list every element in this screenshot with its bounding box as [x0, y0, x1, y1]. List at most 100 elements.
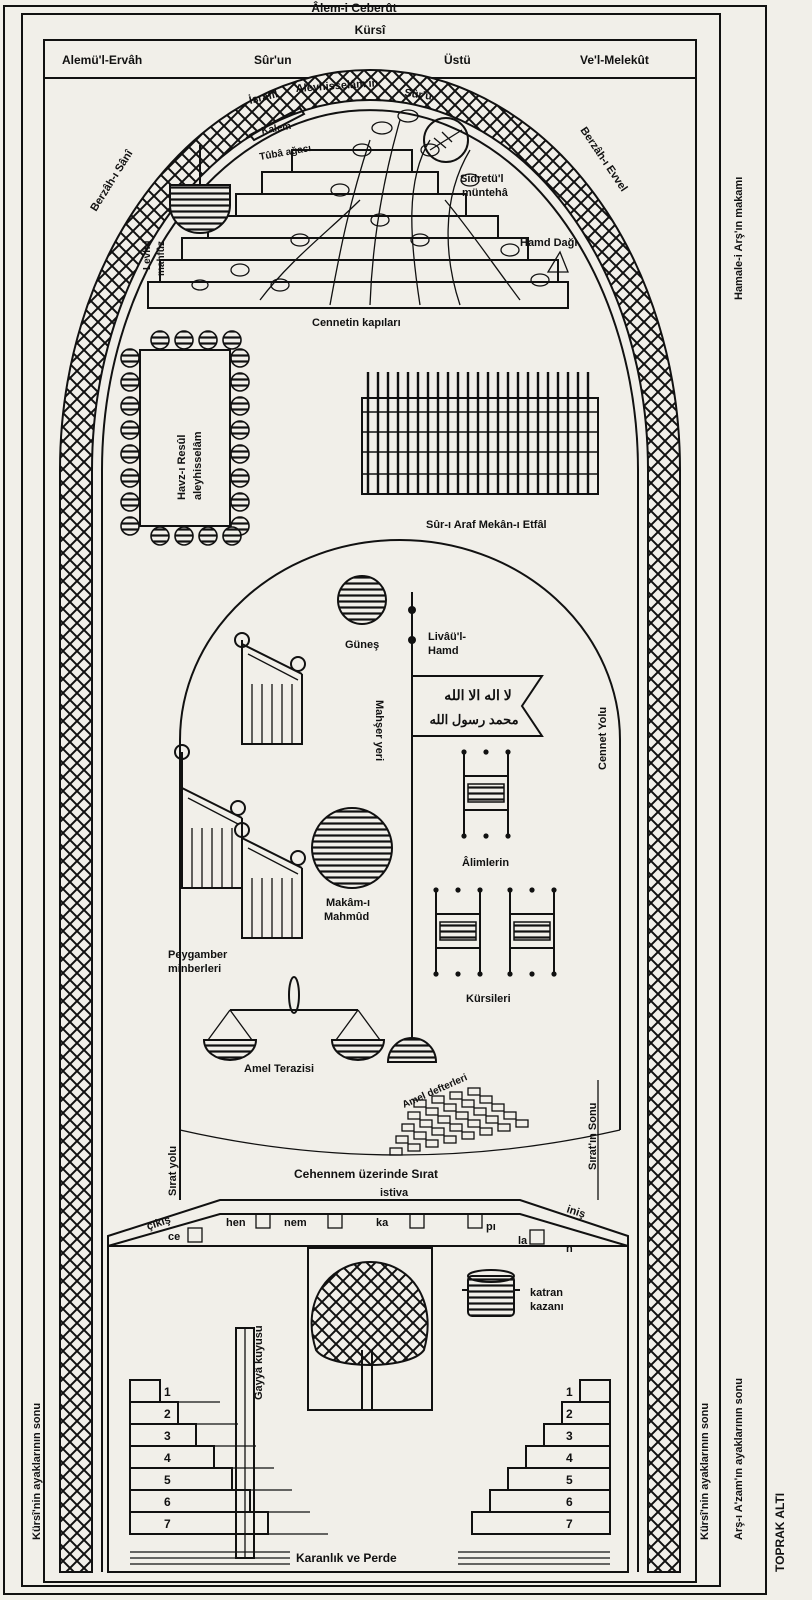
label-hen: hen [226, 1217, 246, 1229]
label-havz-2: aleyhisselâm [192, 431, 204, 500]
label-makam-1: Makâm-ı [326, 897, 370, 909]
kalem-pen-icon [245, 106, 306, 142]
label-ce: ce [168, 1231, 180, 1243]
havz-cup [230, 420, 250, 440]
havz-cup [120, 348, 140, 368]
inner-arch-line [101, 109, 639, 1572]
label-nem: nem [284, 1217, 307, 1229]
amel-defteri [479, 1095, 493, 1104]
hell-step-left [129, 1379, 161, 1403]
minber [234, 632, 306, 745]
label-sur-araf: Sûr-ı Araf Mekân-ı Etfâl [426, 519, 547, 531]
amel-defteri [461, 1099, 475, 1108]
label-mahser-yeri: Mahşer yeri [373, 700, 385, 761]
label-hamale: Hamale-i Arş'ın makamı [733, 177, 745, 300]
hell-step-right [471, 1511, 611, 1535]
hell-level-right: 6 [566, 1495, 573, 1509]
amel-defteri [467, 1119, 481, 1128]
amel-defteri [497, 1123, 511, 1132]
hell-step-left [129, 1489, 251, 1513]
label-ka: ka [376, 1217, 389, 1229]
havz-cup [120, 396, 140, 416]
label-cennet-yolu: Cennet Yolu [597, 707, 609, 770]
hell-step-left [129, 1423, 197, 1447]
sur-horn-icon [423, 117, 469, 163]
label-aleyhisselamin: Aleyhisselâm'ın [295, 77, 379, 95]
zakkum-tree [310, 1260, 429, 1411]
label-levh-2: mahfûz [156, 241, 167, 276]
label-vel-melekut: Ve'l-Melekût [580, 53, 649, 67]
hell-level-right: 4 [566, 1451, 573, 1465]
label-munteha: müntehâ [462, 187, 509, 199]
sirat-bridge [107, 1199, 629, 1248]
amel-defteri [395, 1135, 409, 1144]
hell-step-right [543, 1423, 611, 1447]
amel-defteri [443, 1135, 457, 1144]
hell-level-left: 2 [164, 1407, 171, 1421]
hell-step-right [489, 1489, 611, 1513]
label-ustu: Üstü [444, 52, 471, 67]
amel-defteri [503, 1111, 517, 1120]
hell-level-right: 2 [566, 1407, 573, 1421]
amel-defteri [401, 1123, 415, 1132]
havz-cup [230, 468, 250, 488]
amel-defteri [431, 1095, 445, 1104]
havz-cup [174, 526, 194, 546]
amel-defteri [479, 1127, 493, 1136]
alim-kursi [433, 887, 483, 977]
hell-level-left: 5 [164, 1473, 171, 1487]
gunes-sun [337, 575, 387, 625]
hell-step-right [579, 1379, 611, 1403]
hell-level-left: 4 [164, 1451, 171, 1465]
havz-cup [230, 396, 250, 416]
amel-defteri [431, 1127, 445, 1136]
label-kursi-ayak-left: Kürsî'nin ayaklarının sonu [31, 1403, 43, 1540]
havz-cup [230, 348, 250, 368]
amel-defteri [425, 1139, 439, 1148]
label-alemul-ervah: Alemü'l-Ervâh [62, 53, 142, 67]
label-alimlerin: Âlimlerin [462, 856, 509, 869]
label-tuba-agaci: Tûbâ ağacı [259, 143, 313, 163]
hell-level-left: 6 [164, 1495, 171, 1509]
label-la: la [518, 1235, 528, 1247]
hell-level-right: 7 [566, 1517, 573, 1531]
amel-defteri [455, 1111, 469, 1120]
amel-defteri [389, 1147, 403, 1156]
label-liva-1: Livâü'l- [428, 631, 466, 643]
label-suru: Sûr'u [404, 87, 433, 103]
amel-defteri [437, 1115, 451, 1124]
havz-cup [230, 372, 250, 392]
havz-cup [198, 330, 218, 350]
label-siratin-sonu: Sırat'ın Sonu [587, 1103, 599, 1170]
label-cehennem-sirat: Cehennem üzerinde Sırat [294, 1167, 438, 1181]
havz-cup [150, 330, 170, 350]
amel-defteri [461, 1131, 475, 1140]
label-pi: pı [486, 1221, 496, 1233]
label-cikis: çıkış [145, 1214, 172, 1233]
amel-defteri [419, 1119, 433, 1128]
mahser-oval [179, 539, 621, 1130]
hell-level-left: 1 [164, 1385, 171, 1399]
label-kelime-2: محمد رسول الله [429, 712, 518, 728]
label-n: n [566, 1243, 573, 1255]
label-inis: iniş [565, 1203, 587, 1220]
label-cennetin-kapilari: Cennetin kapıları [312, 317, 401, 329]
hell-level-left: 7 [164, 1517, 171, 1531]
label-peygamber-1: Peygamber [168, 949, 228, 961]
label-makam-2: Mahmûd [324, 911, 369, 923]
havz-cup [120, 516, 140, 536]
hamd-dagi-icon [546, 250, 569, 273]
cehennem-syllables: ce hen nem ka pı la n [168, 1213, 573, 1255]
label-amel-terazisi: Amel Terazisi [244, 1063, 314, 1075]
havz-cup [230, 492, 250, 512]
amel-defteri [449, 1091, 463, 1100]
label-istiva: istiva [380, 1187, 409, 1199]
amel-defteri [425, 1107, 439, 1116]
havz-cup [230, 444, 250, 464]
karanlik-perde-lines [130, 1551, 610, 1565]
minber [234, 822, 306, 939]
hell-step-left [129, 1467, 233, 1491]
label-karanlik: Karanlık ve Perde [296, 1551, 397, 1565]
label-sirat-yolu: Sırat yolu [167, 1146, 179, 1196]
